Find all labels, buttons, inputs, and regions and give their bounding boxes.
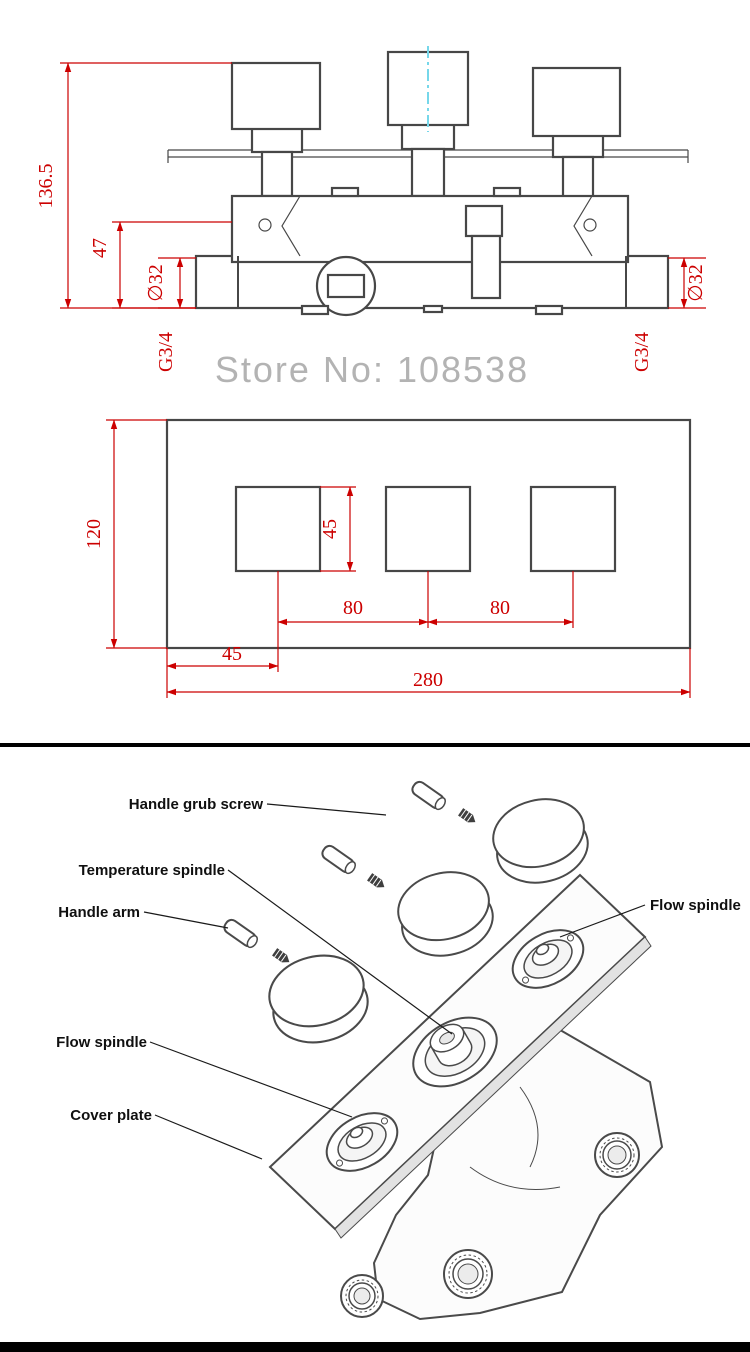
store-watermark: Store No: 108538 xyxy=(215,349,529,390)
pipe-port-bottom xyxy=(443,1249,493,1299)
dim-pipe-dia-left: ∅32 xyxy=(145,264,167,301)
handle-arm-middle xyxy=(319,842,359,877)
dim-thread-right: G3/4 xyxy=(631,332,653,372)
pipe-port-bottom-left xyxy=(340,1274,384,1318)
valve-body xyxy=(194,186,670,317)
dim-plate-width: 280 xyxy=(413,669,443,691)
dim-overall-height: 136.5 xyxy=(35,164,57,209)
label-handle-grub-screw: Handle grub screw xyxy=(129,796,264,813)
handle-arm-left xyxy=(221,916,261,951)
label-handle-arm: Handle arm xyxy=(58,904,140,921)
label-flow-spindle-left: Flow spindle xyxy=(56,1034,147,1051)
valve-front-view: 136.5 47 ∅32 G3/4 ∅32 G3/4 Store No: 108… xyxy=(35,46,707,390)
handle-knob-middle xyxy=(389,862,502,966)
grub-screw-middle xyxy=(366,872,388,892)
front-view-dimensions: 136.5 47 ∅32 G3/4 ∅32 G3/4 xyxy=(35,62,707,372)
bottom-black-bar xyxy=(0,1342,750,1352)
handle-arm-top xyxy=(409,778,449,813)
dim-pitch-left: 80 xyxy=(343,597,363,619)
label-temperature-spindle: Temperature spindle xyxy=(79,862,225,879)
dim-thread-left: G3/4 xyxy=(155,332,177,372)
dim-pipe-dia-right: ∅32 xyxy=(685,264,707,301)
dim-pitch-right: 80 xyxy=(490,597,510,619)
section-divider xyxy=(0,743,750,747)
label-flow-spindle-right: Flow spindle xyxy=(650,897,741,914)
leader-lines xyxy=(143,803,646,1160)
exploded-view-svg: Handle grub screw Temperature spindle Ha… xyxy=(56,778,741,1321)
grub-screw-top xyxy=(457,807,479,827)
dim-square-size: 45 xyxy=(319,519,341,539)
handle-right xyxy=(531,66,622,138)
handle-knob-left xyxy=(260,945,377,1054)
plate-square-right xyxy=(529,485,617,573)
dim-stem-height: 47 xyxy=(89,238,111,258)
label-cover-plate: Cover plate xyxy=(70,1107,152,1124)
dim-offset-left: 45 xyxy=(222,643,242,665)
dimension-drawing-svg: 136.5 47 ∅32 G3/4 ∅32 G3/4 Store No: 108… xyxy=(35,46,707,698)
plate-dimensions: 120 45 80 80 45 280 xyxy=(83,419,691,698)
plate-square-left xyxy=(234,485,322,573)
dim-plate-height: 120 xyxy=(83,519,105,549)
grub-screw-left xyxy=(271,947,293,967)
handle-left xyxy=(230,61,322,131)
plate-square-middle xyxy=(384,485,472,573)
pipe-port-right xyxy=(594,1132,640,1178)
cover-plate-drawing: 120 45 80 80 45 280 xyxy=(83,418,692,698)
